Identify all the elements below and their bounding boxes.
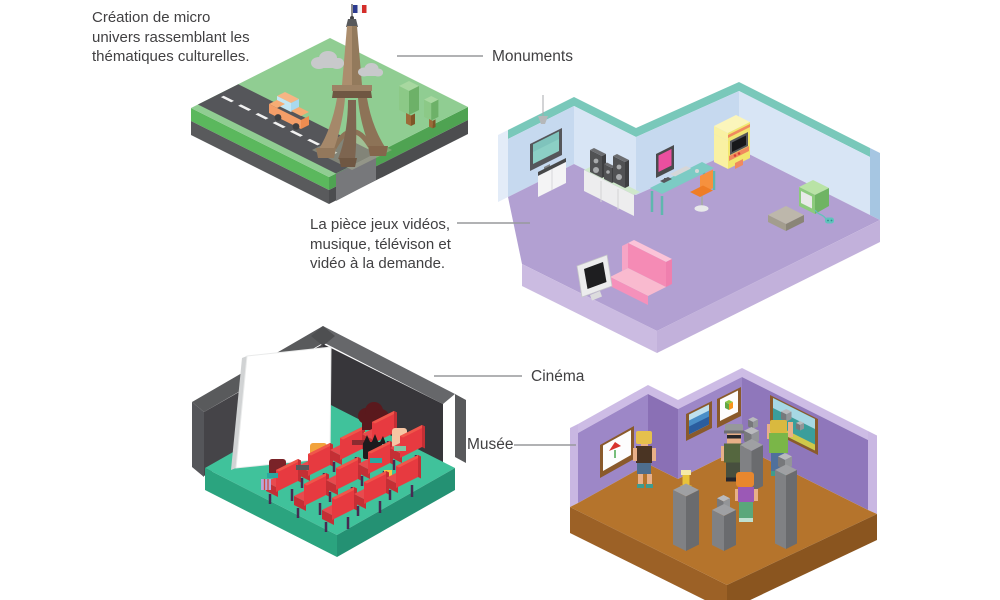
grass-top [191, 38, 468, 177]
mouse [695, 169, 699, 173]
intro-line: thématiques culturelles. [92, 48, 250, 65]
room-floor-side-left [522, 264, 657, 353]
cloud-icon [358, 63, 383, 77]
intro-line: Création de micro [92, 9, 211, 26]
floor-tv [576, 254, 613, 301]
room-floor-side-right [657, 220, 880, 353]
pedestal-tall [775, 453, 797, 549]
museum-cap-left [570, 424, 578, 507]
flower-painting [600, 426, 634, 478]
tv-cabinet [538, 158, 566, 197]
museum-trim [578, 368, 868, 440]
games-room-scene [498, 82, 880, 353]
game-controller [814, 209, 834, 224]
visitor-blonde [633, 431, 656, 488]
museum-label: Musée [467, 436, 514, 453]
movie-screen [231, 346, 332, 470]
stereo-speakers [590, 148, 629, 188]
game-console [768, 206, 804, 231]
pendant-lamp [538, 95, 548, 124]
shoulder [394, 446, 406, 451]
games-room-line: La pièce jeux vidéos, [310, 216, 451, 233]
cube-painting [717, 387, 741, 428]
museum-cap-right [868, 431, 877, 514]
keyboard [670, 166, 691, 177]
car [269, 92, 309, 130]
games-room-line: musique, télévison et [310, 235, 451, 253]
monuments-label: Monuments [492, 48, 573, 65]
museum-floor-side-right [727, 514, 877, 600]
cinema-label: Cinéma [531, 368, 585, 385]
sofa [610, 240, 672, 305]
cinema-floor-side-right [337, 468, 455, 557]
popcorn [261, 479, 271, 490]
cinema-band-right [311, 326, 455, 404]
museum-scene [570, 368, 877, 600]
seascape-painting [686, 401, 712, 441]
armrest-item [296, 465, 309, 470]
intro-line: univers rassemblant les [92, 28, 250, 46]
cinema-band-corner [311, 326, 335, 346]
games-room-line: vidéo à la demande. [310, 255, 446, 272]
french-flag-icon [353, 5, 367, 13]
arm [267, 473, 278, 478]
room-wall-cap-left [498, 130, 508, 202]
intro-note: Création de micro univers rassemblant le… [92, 8, 250, 67]
computer-monitor [656, 145, 674, 183]
pedestal-front [712, 495, 736, 551]
cinema-cap-left [192, 402, 204, 477]
cinema-floor-side-left [205, 468, 337, 557]
tile-side-gray-left [191, 121, 329, 204]
museum-floor-side-left [570, 507, 727, 600]
monuments-scene [191, 4, 468, 204]
cinema-scene [192, 326, 466, 557]
pedestal-cubes [740, 417, 763, 492]
arm [352, 440, 368, 445]
room-wall-arcade [739, 91, 870, 215]
cinema-cap-right [455, 394, 466, 463]
desk-chair [690, 169, 713, 212]
room-wall-cap-right [870, 148, 880, 220]
visitor-orange-hair [735, 472, 758, 522]
arcade-machine [714, 115, 750, 169]
leader-lines [397, 55, 576, 446]
room-wall-trim [508, 82, 870, 157]
games-room-note: La pièce jeux vidéos, musique, télévison… [310, 215, 451, 274]
pedestal-trophy [673, 470, 699, 551]
cloud-icon [311, 51, 344, 69]
portable-tv [799, 180, 829, 214]
tile-side-green-left [191, 108, 329, 190]
road-end-cut [336, 153, 376, 201]
shoulder [370, 458, 382, 463]
